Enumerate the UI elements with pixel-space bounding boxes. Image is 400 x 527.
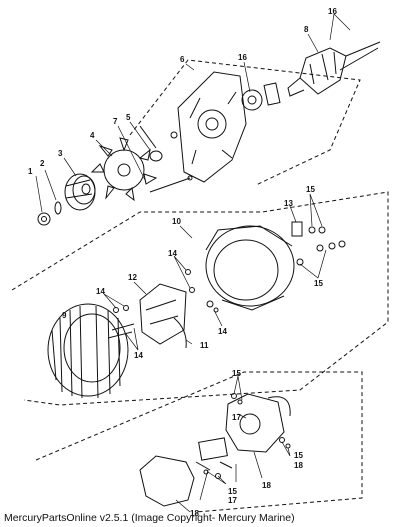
rectifier-bridge-part bbox=[139, 283, 187, 345]
gasket-part bbox=[139, 455, 195, 507]
callout-10: 10 bbox=[172, 217, 181, 226]
callout-14b: 14 bbox=[96, 287, 105, 296]
drive-end-frame-part bbox=[177, 71, 247, 183]
callout-8: 8 bbox=[304, 25, 309, 34]
callout-7: 7 bbox=[113, 117, 118, 126]
group-box-6 bbox=[129, 59, 361, 186]
spacer-part bbox=[149, 131, 178, 162]
callout-1: 1 bbox=[28, 167, 33, 176]
callout-15c: 15 bbox=[232, 369, 241, 378]
regulator-part bbox=[195, 437, 233, 471]
callout-3: 3 bbox=[58, 149, 63, 158]
callout-16a: 16 bbox=[238, 53, 247, 62]
bearing-part bbox=[241, 89, 263, 111]
through-bolt-part bbox=[149, 175, 193, 193]
screw-part bbox=[139, 125, 157, 149]
callout-15e: 15 bbox=[228, 487, 237, 496]
callout-17a: 17 bbox=[232, 413, 241, 422]
callout-17b: 17 bbox=[228, 496, 237, 505]
screws-hardware-part bbox=[203, 393, 291, 479]
image-caption: MercuryPartsOnline v2.5.1 (Image Copyrig… bbox=[4, 512, 295, 524]
diode-trio-part bbox=[173, 317, 187, 349]
callout-18a: 18 bbox=[294, 461, 303, 470]
slip-ring-end-frame-part bbox=[205, 225, 295, 311]
callout-4: 4 bbox=[90, 131, 95, 140]
washer-part bbox=[54, 201, 62, 215]
callout-9: 9 bbox=[62, 311, 67, 320]
rear-housing-part bbox=[225, 393, 291, 453]
insulator-hardware-part bbox=[107, 269, 219, 339]
callout-labels: 1 2 3 4 5 7 6 16 8 16 10 12 13 15 15 14 … bbox=[28, 7, 337, 518]
callout-18b: 18 bbox=[262, 481, 271, 490]
group-box-10 bbox=[11, 191, 389, 406]
callout-2: 2 bbox=[40, 159, 45, 168]
callout-6: 6 bbox=[180, 55, 185, 64]
leader-lines bbox=[35, 13, 351, 513]
callout-13: 13 bbox=[284, 199, 293, 208]
nut-part bbox=[37, 212, 51, 226]
callout-15b: 15 bbox=[314, 279, 323, 288]
callout-14a: 14 bbox=[168, 249, 177, 258]
callout-15d: 15 bbox=[294, 451, 303, 460]
callout-16b: 16 bbox=[328, 7, 337, 16]
callout-18c: 18 bbox=[190, 509, 199, 518]
callout-14c: 14 bbox=[134, 351, 143, 360]
callout-15a: 15 bbox=[306, 185, 315, 194]
stator-part bbox=[47, 303, 129, 399]
retainer-plate-part bbox=[263, 82, 281, 106]
fan-part bbox=[90, 137, 158, 202]
callout-11: 11 bbox=[200, 341, 209, 350]
terminal-part bbox=[291, 221, 303, 237]
callout-14d: 14 bbox=[218, 327, 227, 336]
rotor-part bbox=[287, 41, 381, 97]
group-box-18 bbox=[35, 371, 363, 513]
callout-12: 12 bbox=[128, 273, 137, 282]
capacitor-washers-part bbox=[296, 226, 346, 266]
callout-5: 5 bbox=[126, 113, 131, 122]
pulley-part bbox=[64, 173, 96, 211]
